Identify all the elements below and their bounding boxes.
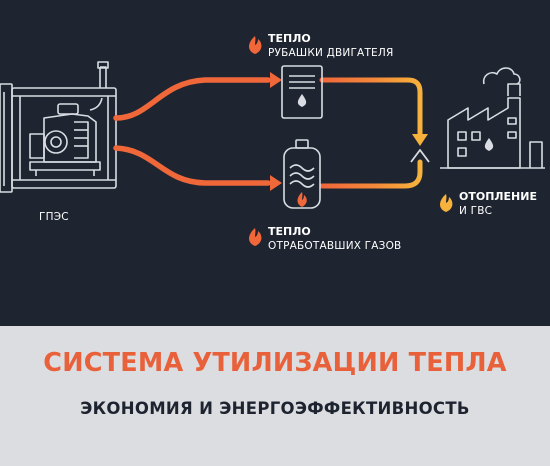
- boiler-flame-icon: [297, 192, 307, 207]
- page-title: СИСТЕМА УТИЛИЗАЦИИ ТЕПЛА: [43, 348, 507, 378]
- jacket-heat-line1: ТЕПЛО: [268, 32, 311, 45]
- jacket-flow-path: [113, 77, 271, 121]
- exhaust-heat-line1: ТЕПЛО: [268, 225, 311, 238]
- jacket-heat-label: ТЕПЛО РУБАШКИ ДВИГАТЕЛЯ: [268, 32, 393, 60]
- factory-water-drop-icon: [484, 138, 494, 151]
- flame-icon: [249, 228, 262, 246]
- flame-icon: [440, 194, 453, 212]
- consumer-line2: И ГВС: [459, 205, 493, 217]
- title-banner: СИСТЕМА УТИЛИЗАЦИИ ТЕПЛА ЭКОНОМИЯ И ЭНЕР…: [0, 326, 550, 466]
- arrow-to-consumer-icon: [412, 134, 428, 146]
- exhaust-output-path: [319, 159, 423, 189]
- exhaust-flow-path: [113, 145, 271, 186]
- water-drop-icon: [297, 94, 307, 107]
- jacket-heat-line2: РУБАШКИ ДВИГАТЕЛЯ: [268, 47, 394, 59]
- generator-label-text: ГПЭС: [39, 211, 69, 223]
- page-subtitle: ЭКОНОМИЯ И ЭНЕРГОЭФФЕКТИВНОСТЬ: [80, 399, 470, 418]
- consumer-label: ОТОПЛЕНИЕ И ГВС: [459, 190, 537, 218]
- diagram-area: ГПЭС ТЕПЛО РУБАШКИ ДВИГАТЕЛЯ ТЕПЛО ОТРАБ…: [0, 32, 545, 253]
- arrow-up-icon: [410, 149, 430, 163]
- arrow-to-exchanger-icon: [270, 72, 282, 88]
- generator-label: ГПЭС: [39, 210, 69, 224]
- jacket-output-path: [319, 77, 423, 143]
- exhaust-heat-line2: ОТРАБОТАВШИХ ГАЗОВ: [268, 240, 402, 252]
- factory-icon: [440, 67, 545, 169]
- exhaust-heat-label: ТЕПЛО ОТРАБОТАВШИХ ГАЗОВ: [268, 225, 401, 253]
- boiler-icon: [283, 139, 321, 209]
- flame-icon: [249, 36, 262, 54]
- arrow-to-boiler-icon: [270, 175, 282, 191]
- heat-exchanger-icon: [281, 65, 323, 119]
- generator-icon: [0, 61, 117, 193]
- diagram-canvas: [0, 36, 545, 246]
- consumer-line1: ОТОПЛЕНИЕ: [459, 190, 537, 203]
